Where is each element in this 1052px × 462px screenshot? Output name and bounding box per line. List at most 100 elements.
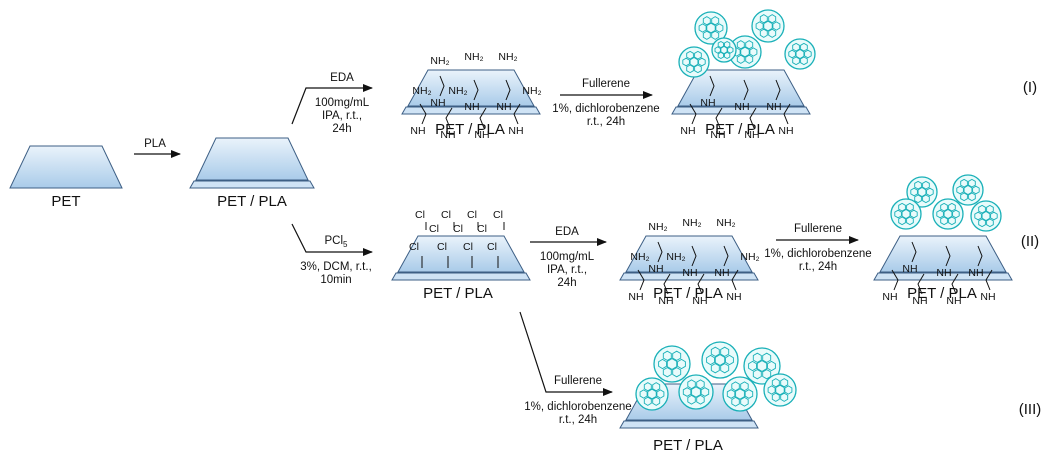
label-pet-pla-3: PET / PLA <box>705 121 775 138</box>
film-pet-pla-1 <box>189 137 315 189</box>
reagent-fullerene-I: Fullerene <box>582 78 630 90</box>
fullerene <box>635 377 669 411</box>
arrow-pcl5 <box>291 223 373 256</box>
base-layer <box>189 180 315 189</box>
amine-label: NH <box>936 267 951 279</box>
cond-fullerene-I-2: r.t., 24h <box>587 116 625 128</box>
reagent-eda-I: EDA <box>330 72 354 84</box>
film-pet-pla-6 <box>873 235 1013 281</box>
film-top <box>9 145 123 189</box>
base-layer <box>619 272 759 281</box>
fullerene <box>743 347 781 385</box>
reagent-fullerene-II: Fullerene <box>794 223 842 235</box>
cond-fullerene-II-2: r.t., 24h <box>799 261 837 273</box>
alkyl-chain <box>691 245 697 267</box>
fullerene-layer <box>635 9 1002 412</box>
amine-label: NH <box>680 125 695 137</box>
amine-label: NH <box>648 263 663 275</box>
fullerene <box>678 46 710 78</box>
alkyl-chain <box>479 107 487 129</box>
amine-label: NH <box>692 295 707 307</box>
amine-label: NH <box>430 97 445 109</box>
alkyl-chain <box>723 245 729 267</box>
amine-terminal-label: NH₂ <box>630 251 649 263</box>
chlorine-label: Cl <box>441 209 451 221</box>
fullerene <box>763 373 797 407</box>
film-top <box>879 235 1007 273</box>
cond-fullerene-III-2: r.t., 24h <box>559 414 597 426</box>
amine-terminal-label: NH₂ <box>666 251 685 263</box>
amine-label: NH <box>968 267 983 279</box>
alkyl-chain <box>951 273 959 295</box>
base-layer <box>619 420 759 429</box>
alkyl-chain <box>743 79 749 101</box>
cond-eda-II-1: 100mg/mL <box>540 251 595 263</box>
arrow-eda-I <box>291 84 373 125</box>
alkyl-chain <box>505 79 511 101</box>
amine-label: NH <box>946 295 961 307</box>
cond-eda-I-1: 100mg/mL <box>315 97 370 109</box>
amine-terminal-label: NH₂ <box>498 51 517 63</box>
label-pet-pla-7: PET / PLA <box>653 437 723 454</box>
label-pet-pla-1: PET / PLA <box>217 193 287 210</box>
film-pet <box>9 145 123 189</box>
label-pet-pla-2: PET / PLA <box>435 121 505 138</box>
alkyl-chain <box>445 107 453 129</box>
label-pet-pla-5: PET / PLA <box>653 285 723 302</box>
fullerene <box>722 376 758 412</box>
amine-label: NH <box>744 129 759 141</box>
amine-label: NH <box>628 291 643 303</box>
fullerene <box>890 198 922 230</box>
film-pet-pla-2 <box>401 69 541 115</box>
alkyl-chain <box>731 269 739 291</box>
arrow-fullerene-III <box>519 311 613 396</box>
cond-fullerene-I-1: 1%, dichlorobenzene <box>552 103 659 115</box>
film-top <box>397 235 525 273</box>
label-pet-pla-6: PET / PLA <box>907 285 977 302</box>
fullerene <box>653 345 691 383</box>
base-layer <box>391 272 531 281</box>
fullerene <box>784 38 816 70</box>
amine-terminal-label: NH₂ <box>412 85 431 97</box>
film-top <box>407 69 535 107</box>
amine-label: NH <box>440 129 455 141</box>
cond-fullerene-II-1: 1%, dichlorobenzene <box>764 248 871 260</box>
amine-label: NH <box>882 291 897 303</box>
amine-terminal-label: NH₂ <box>464 51 483 63</box>
cond-eda-I-2: IPA, r.t., <box>322 110 362 122</box>
amine-label: NH <box>734 101 749 113</box>
reagent-pla: PLA <box>144 138 166 150</box>
amine-label: NH <box>410 125 425 137</box>
route-label-I: (I) <box>1023 79 1037 96</box>
amine-label: NH <box>464 101 479 113</box>
fullerene <box>751 9 785 43</box>
fullerene <box>952 174 984 206</box>
labels: PET PET / PLA PET / PLA PET / PLA PET / … <box>51 72 1041 454</box>
cond-eda-I-3: 24h <box>332 123 351 135</box>
amine-terminal-label: NH₂ <box>448 85 467 97</box>
alkyl-chain <box>891 269 899 291</box>
amine-terminal-label: NH₂ <box>648 221 667 233</box>
alkyl-chain <box>697 273 705 295</box>
amine-label: NH <box>778 125 793 137</box>
film-top <box>677 69 805 107</box>
fullerene <box>711 37 737 63</box>
amine-label: NH <box>714 267 729 279</box>
chlorine-label: Cl <box>429 223 439 235</box>
amine-terminal-label: NH₂ <box>522 85 541 97</box>
cond-fullerene-III-1: 1%, dichlorobenzene <box>524 401 631 413</box>
alkyl-chain <box>945 245 951 267</box>
amine-label: NH <box>508 125 523 137</box>
alkyl-chain <box>663 273 671 295</box>
reaction-arrows <box>134 84 859 396</box>
chlorine-label: Cl <box>415 209 425 221</box>
chlorine-label: Cl <box>409 241 419 253</box>
base-layer <box>401 106 541 115</box>
chlorine-label: Cl <box>467 209 477 221</box>
reagent-pcl5: PCl5 <box>325 235 349 249</box>
label-pet-pla-4: PET / PLA <box>423 285 493 302</box>
alkyl-chain <box>657 241 663 263</box>
alkyl-chain <box>715 107 723 129</box>
